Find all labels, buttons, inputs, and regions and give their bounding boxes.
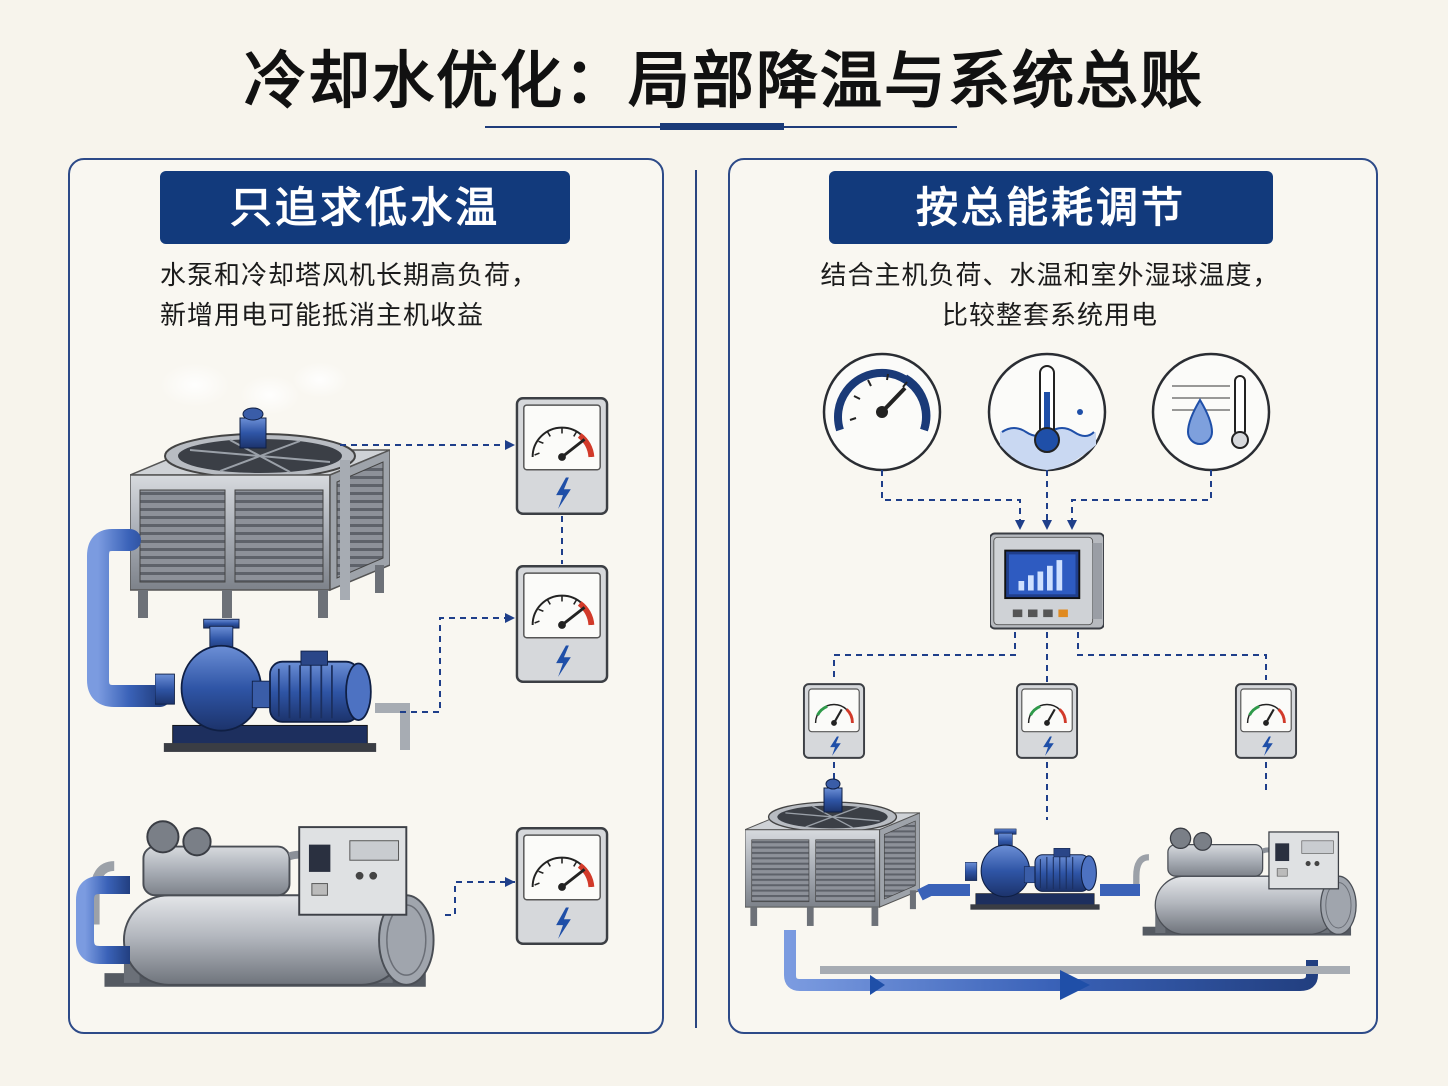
tower-fan-power-meter	[517, 398, 607, 514]
loop-pipe-blue	[784, 930, 1318, 991]
right-water-pump	[965, 828, 1101, 911]
center-divider	[695, 170, 697, 1028]
sensor-signal-lines	[881, 470, 1212, 528]
right-heading: 按总能耗调节	[829, 171, 1273, 244]
left-cooling-tower	[130, 407, 390, 620]
right-chiller-power-meter	[1234, 682, 1298, 760]
droplet-thermometer-icon	[1151, 352, 1271, 472]
flow-arrow	[1060, 970, 1090, 1000]
chiller-blue-pipe	[76, 876, 130, 964]
system-controller	[990, 532, 1104, 630]
steam-cloud	[160, 363, 230, 407]
title-underline-accent	[660, 123, 784, 130]
discharge-pipe	[375, 703, 410, 750]
blue-water-pipe	[87, 529, 171, 707]
flow-arrow	[870, 975, 885, 995]
controller-signal-lines	[833, 632, 1267, 820]
sensor-arrowheads	[1015, 520, 1077, 530]
right-chiller	[1136, 828, 1356, 935]
steam-cloud	[240, 375, 300, 415]
right-desc-line1: 结合主机负荷、水温和室外湿球温度，	[820, 261, 1280, 291]
steam-cloud	[292, 362, 348, 398]
left-description: 水泵和冷却塔风机长期高负荷， 新增用电可能抵消主机收益	[160, 256, 630, 336]
left-water-pump	[155, 618, 378, 753]
thermometer-water-icon	[987, 352, 1107, 472]
pump-power-meter	[517, 566, 607, 682]
page-title: 冷却水优化：局部降温与系统总账	[243, 44, 1204, 117]
right-tower-power-meter	[802, 682, 866, 760]
left-chiller	[95, 821, 434, 987]
gauge-icon	[822, 352, 942, 472]
left-signal-lines	[340, 444, 563, 916]
left-heading: 只追求低水温	[160, 171, 570, 244]
right-desc-line2: 比较整套系统用电	[941, 301, 1158, 331]
right-pump-power-meter	[1015, 682, 1079, 760]
right-cooling-tower	[745, 778, 920, 927]
left-arrowheads	[505, 440, 515, 887]
chiller-power-meter	[517, 828, 607, 944]
tower-to-pump-pipe	[917, 884, 970, 901]
left-desc-line2: 新增用电可能抵消主机收益	[160, 301, 485, 331]
right-description: 结合主机负荷、水温和室外湿球温度， 比较整套系统用电	[760, 256, 1340, 336]
left-desc-line1: 水泵和冷却塔风机长期高负荷，	[160, 261, 539, 291]
